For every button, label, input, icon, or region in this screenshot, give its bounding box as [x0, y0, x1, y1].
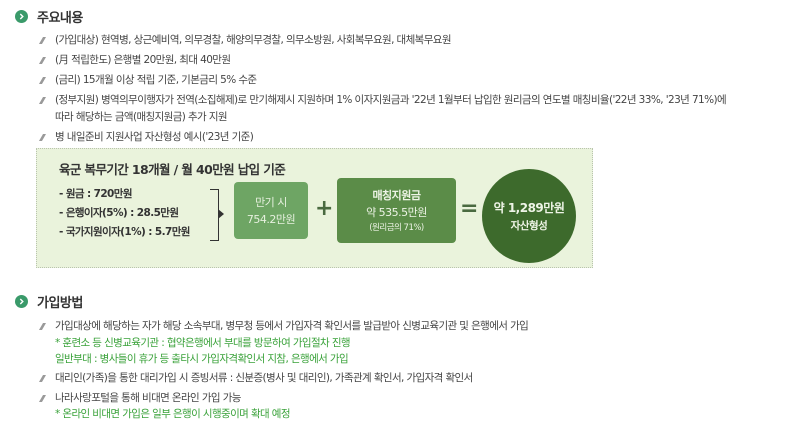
- bullet-slash-icon: [38, 92, 48, 109]
- list-item: (月 적립한도) 은행별 20만원, 최대 40만원: [38, 52, 231, 69]
- note-online-join: * 온라인 비대면 가입은 일부 은행이 시행중이며 확대 예정: [55, 408, 291, 420]
- list-item: (금리) 15개월 이상 적립 기준, 기본금리 5% 수준: [38, 72, 257, 89]
- section-header-how-to-join: 가입방법: [15, 292, 83, 311]
- total-asset-circle: 약 1,289만원 자산형성: [482, 169, 576, 263]
- list-item: (정부지원) 병역의무이행자가 전역(소집해제)로 만기해제시 지원하며 1% …: [38, 92, 727, 126]
- matching-fund-box: 매칭지원금 약 535.5만원 (원리금의 71%): [337, 178, 456, 243]
- asset-formation-infographic: 육군 복무기간 18개월 / 월 40만원 납입 기준 - 원금 : 720만원…: [36, 148, 593, 268]
- section-header-main-content: 주요내용: [15, 7, 83, 26]
- chevron-circle-icon: [15, 10, 28, 23]
- infographic-title: 육군 복무기간 18개월 / 월 40만원 납입 기준: [59, 162, 286, 177]
- breakdown-gov-interest: - 국가지원이자(1%) : 5.7만원: [59, 226, 190, 238]
- bullet-slash-icon: [38, 318, 48, 335]
- breakdown-principal: - 원금 : 720만원: [59, 188, 132, 200]
- equals-icon: =: [460, 196, 479, 221]
- infographic-breakdown-list: - 원금 : 720만원 - 은행이자(5%) : 28.5만원 - 국가지원이…: [59, 185, 190, 242]
- list-item: 가입대상에 해당하는 자가 해당 소속부대, 병무청 등에서 가입자격 확인서를…: [38, 318, 529, 335]
- section-title: 가입방법: [37, 296, 83, 311]
- bullet-slash-icon: [38, 390, 48, 407]
- bullet-slash-icon: [38, 129, 48, 146]
- list-item: (가입대상) 현역병, 상근예비역, 의무경찰, 해양의무경찰, 의무소방원, …: [38, 32, 452, 49]
- bullet-slash-icon: [38, 32, 48, 49]
- bullet-slash-icon: [38, 52, 48, 69]
- section-title: 주요내용: [37, 11, 83, 26]
- chevron-circle-icon: [15, 295, 28, 308]
- arrow-right-icon: [218, 209, 224, 219]
- note-training-center: * 훈련소 등 신병교육기관 : 협약은행에서 부대를 방문하여 가입절차 진행: [55, 337, 351, 349]
- bullet-slash-icon: [38, 370, 48, 387]
- maturity-amount-box: 만기 시 754.2만원: [234, 182, 308, 239]
- note-general-unit: 일반부대 : 병사들이 휴가 등 출타시 가입자격확인서 지참, 은행에서 가입: [55, 353, 349, 365]
- breakdown-bank-interest: - 은행이자(5%) : 28.5만원: [59, 207, 179, 219]
- list-item: 대리인(가족)을 통한 대리가입 시 증빙서류 : 신분증(병사 및 대리인),…: [38, 370, 473, 387]
- list-item: 병 내일준비 지원사업 자산형성 예시('23년 기준): [38, 129, 254, 146]
- bullet-slash-icon: [38, 72, 48, 89]
- list-item: 나라사랑포털을 통해 비대면 온라인 가입 가능: [38, 390, 241, 407]
- plus-icon: +: [315, 196, 334, 221]
